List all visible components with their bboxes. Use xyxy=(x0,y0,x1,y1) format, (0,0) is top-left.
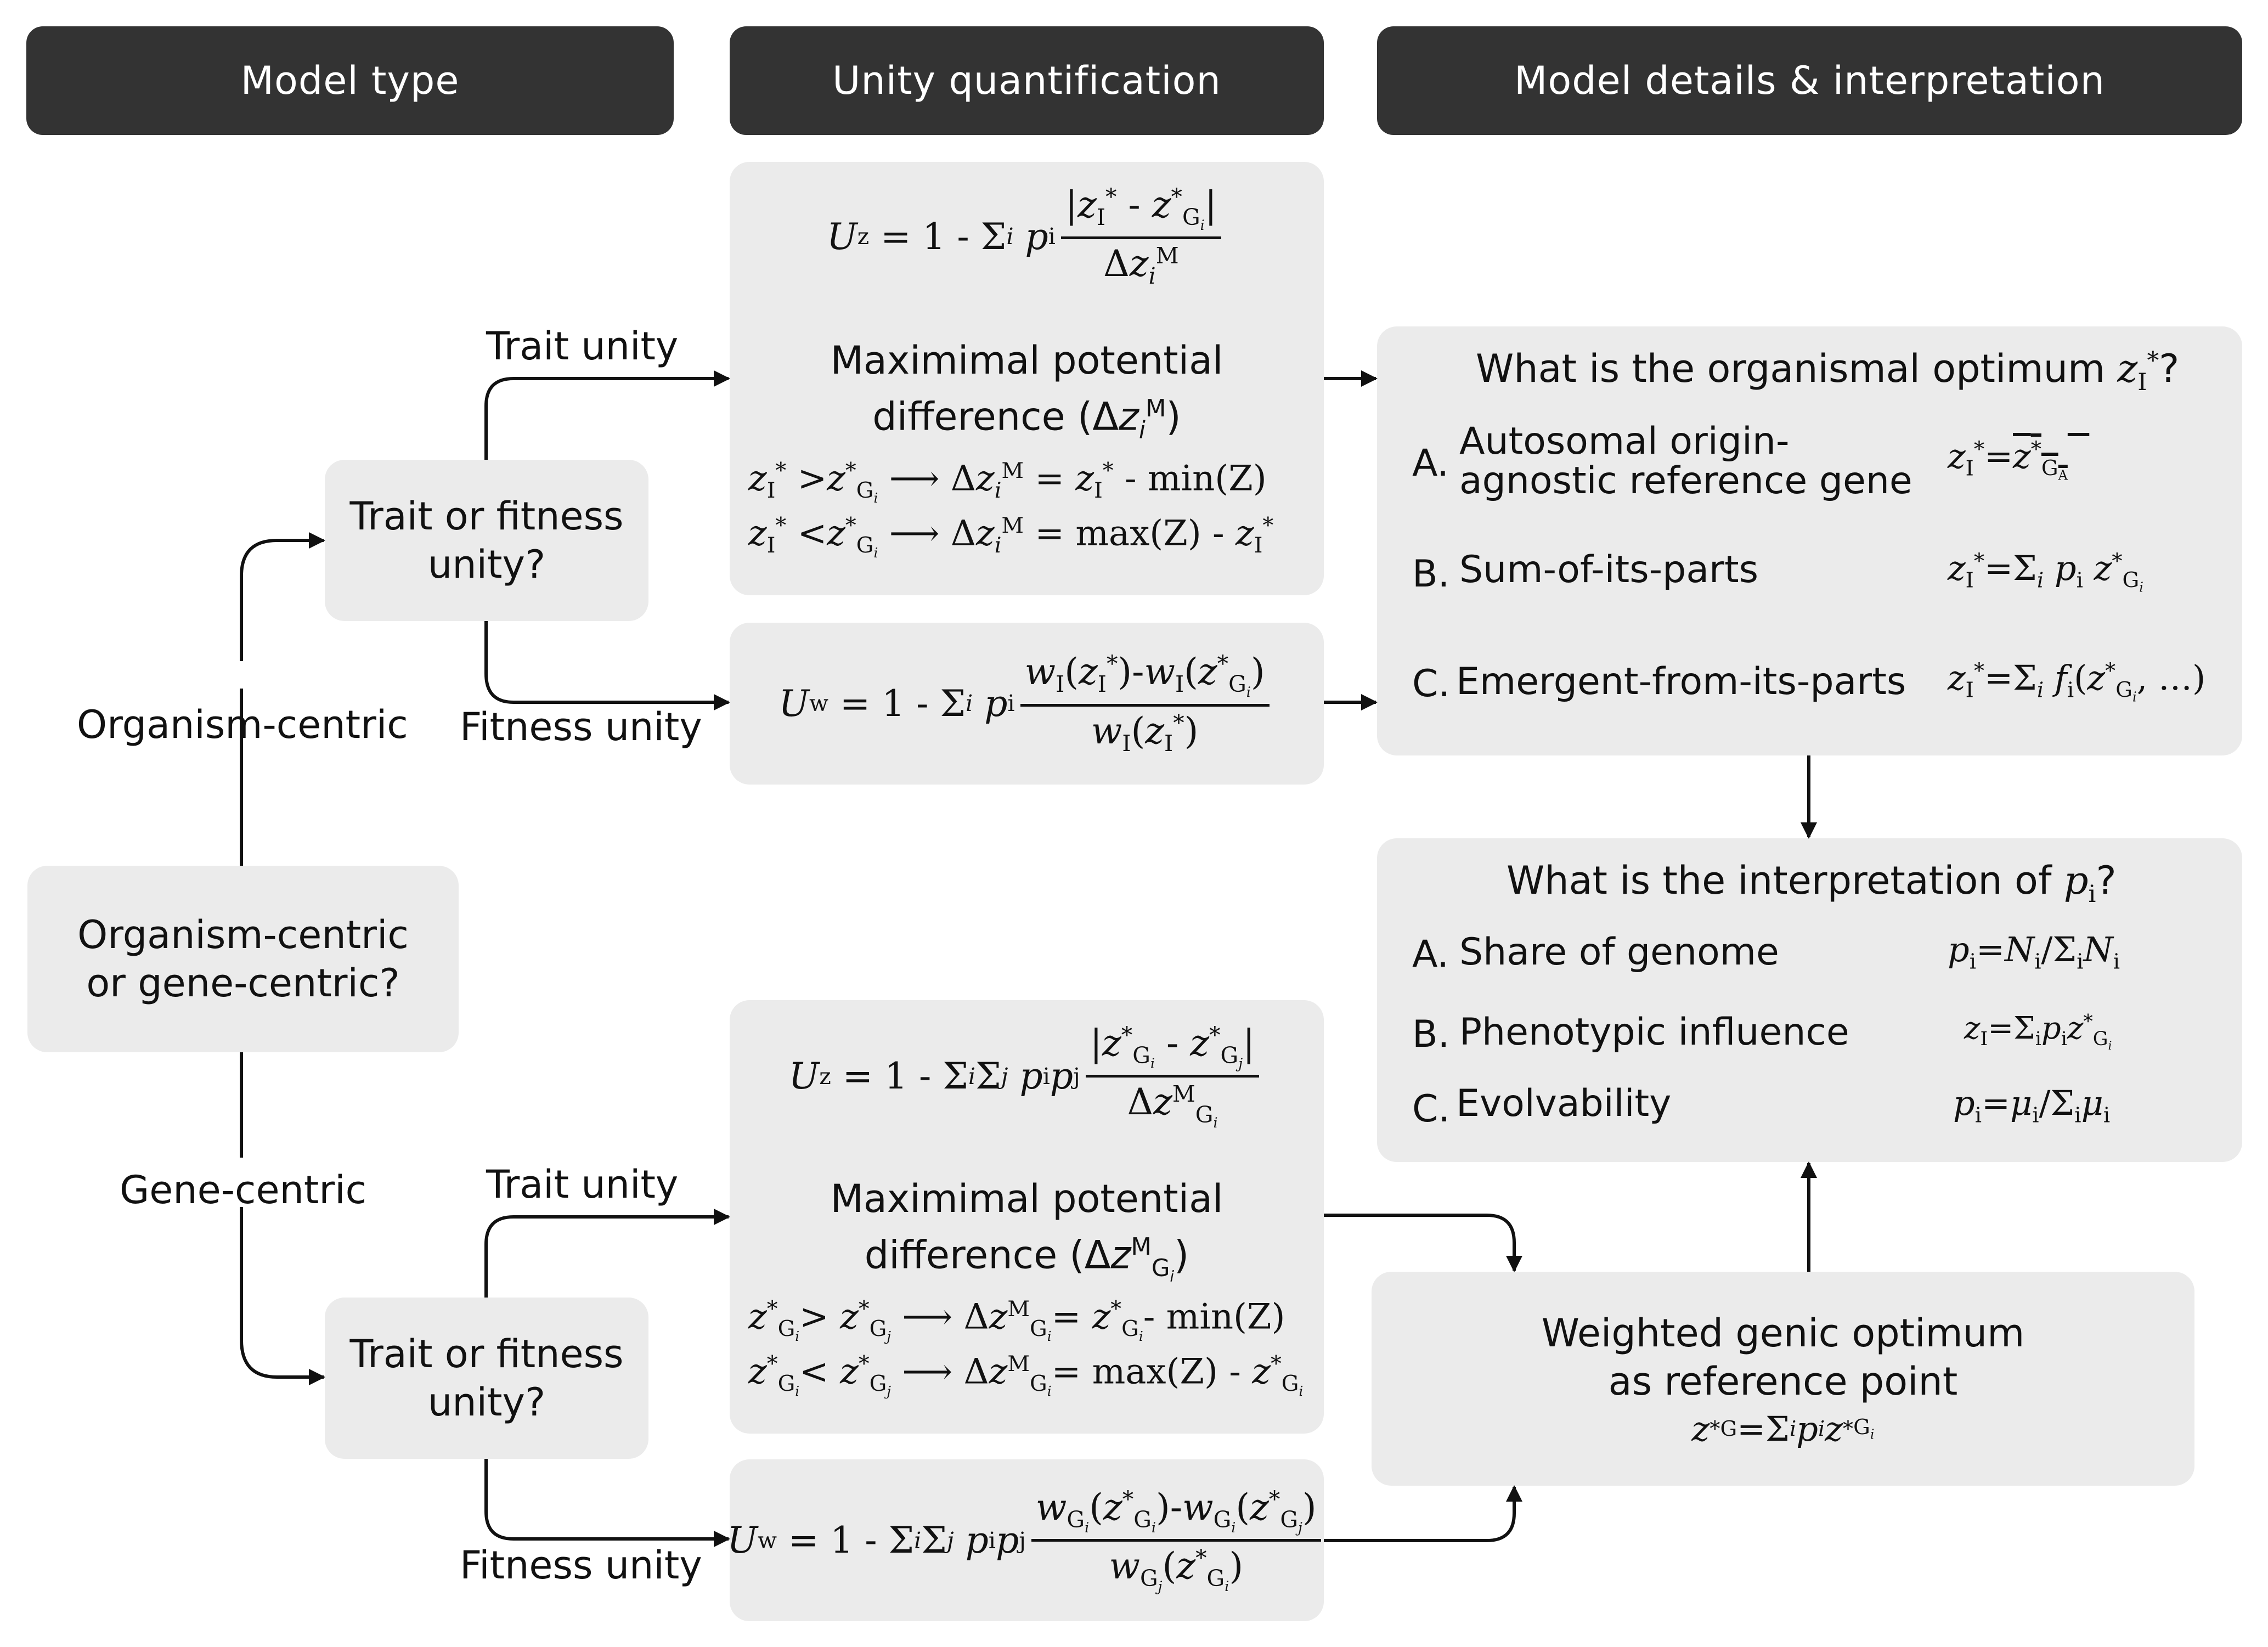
label-trait-unity-top: Trait unity xyxy=(486,324,679,369)
interp-option-a-text: Share of genome xyxy=(1459,930,1779,974)
weighted-genic-optimum-box: Weighted genic optimum as reference poin… xyxy=(1372,1272,2194,1486)
connector-bottom-trait-unity xyxy=(484,1209,730,1298)
interp-option-a-equation: pi=Ni/ΣiNi xyxy=(1948,929,2120,974)
interp-option-a-letter: A. xyxy=(1412,933,1449,976)
organismal-optimum-question: What is the organismal optimum zI*? xyxy=(1476,346,2180,396)
optimum-option-a-line1: Autosomal origin- xyxy=(1459,420,1790,463)
optimum-option-c-text: Emergent-from-its-parts xyxy=(1456,660,1906,703)
optimum-option-a-line2: agnostic reference gene xyxy=(1459,459,1912,503)
optimum-option-a-text: Autosomal origin- agnostic reference gen… xyxy=(1459,422,1912,501)
optimum-option-b-text: Sum-of-its-parts xyxy=(1459,548,1759,591)
organism-max-diff-label: Maximimal potential difference (ΔziM) xyxy=(830,338,1223,444)
optimum-option-a-letter: A. xyxy=(1412,442,1449,485)
trait-or-fitness-text-bottom: Trait or fitness unity? xyxy=(349,1332,624,1425)
connector-top-trait-unity xyxy=(484,370,730,460)
label-gene-centric: Gene-centric xyxy=(120,1167,367,1212)
interpretation-box: What is the interpretation of pi? A. Sha… xyxy=(1377,838,2242,1162)
root-question-box: Organism-centric or gene-centric? xyxy=(27,866,459,1052)
gene-max-diff-label: Maximimal potential difference (ΔzMGi) xyxy=(830,1176,1223,1285)
header-model-type: Model type xyxy=(26,26,674,135)
optimum-option-b-letter: B. xyxy=(1412,552,1450,596)
connector-top-fitness-unity xyxy=(484,621,730,710)
interp-option-c-text: Evolvability xyxy=(1456,1082,1672,1125)
interpretation-question: What is the interpretation of pi? xyxy=(1507,858,2117,908)
label-fitness-unity-top: Fitness unity xyxy=(460,704,702,749)
interp-option-c-letter: C. xyxy=(1412,1087,1451,1131)
organism-condition-greater: zI* >z*Gi ⟶ ΔziM = zI* - min(Z) xyxy=(748,458,1267,506)
weighted-line2: as reference point xyxy=(1608,1358,1958,1404)
connector-gene-fitness-to-weighted xyxy=(1324,1485,1522,1542)
trait-or-fitness-box-top: Trait or fitness unity? xyxy=(325,460,648,621)
header-unity-quantification: Unity quantification xyxy=(730,26,1324,135)
organismal-optimum-box: What is the organismal optimum zI*? A. A… xyxy=(1377,326,2242,755)
weighted-line1: Weighted genic optimum xyxy=(1541,1310,2025,1356)
connector-bottom-fitness-unity xyxy=(484,1459,730,1547)
connector-gene-trait-to-weighted xyxy=(1324,1214,1522,1272)
optimum-option-c-equation: zI*=Σi fi(z*Gi, …) xyxy=(1948,658,2206,706)
interp-option-c-equation: pi=μi/Σiμi xyxy=(1953,1083,2111,1128)
optimum-option-a-equation: zI*=z*GA xyxy=(1948,436,2068,484)
organism-condition-less: zI* <z*Gi ⟶ ΔziM = max(Z) - zI* xyxy=(748,513,1274,561)
interp-option-b-text: Phenotypic influence xyxy=(1459,1011,1849,1054)
root-question-text: Organism-centric or gene-centric? xyxy=(77,912,409,1006)
trait-or-fitness-text-top: Trait or fitness unity? xyxy=(349,494,624,587)
header-model-details: Model details & interpretation xyxy=(1377,26,2242,135)
interpretation-question-text: What is the interpretation of xyxy=(1507,858,2052,903)
gene-condition-less: z*Gi< z*Gj ⟶ ΔzMGi= max(Z) - z*Gi xyxy=(748,1351,1304,1400)
connector-root-to-organism xyxy=(240,540,324,866)
optimum-option-c-letter: C. xyxy=(1412,662,1451,706)
gene-max-label: max(Z) xyxy=(1092,1351,1218,1392)
label-fitness-unity-bottom: Fitness unity xyxy=(460,1543,702,1588)
organismal-optimum-question-text: What is the organismal optimum xyxy=(1476,346,2106,391)
interp-option-b-letter: B. xyxy=(1412,1013,1450,1056)
gene-max-diff-text: Maximimal potential difference xyxy=(830,1176,1223,1278)
connector-root-to-gene xyxy=(240,1052,324,1377)
gene-min-label: min(Z) xyxy=(1166,1296,1285,1338)
trait-or-fitness-box-bottom: Trait or fitness unity? xyxy=(325,1298,648,1459)
label-trait-unity-bottom: Trait unity xyxy=(486,1162,679,1207)
optimum-option-b-equation: zI*=Σi pi z*Gi xyxy=(1948,548,2143,596)
organism-max-diff-text: Maximimal potential difference xyxy=(830,338,1223,439)
organism-max-label: max(Z) xyxy=(1075,513,1201,554)
organism-min-label: min(Z) xyxy=(1147,458,1267,499)
interp-option-b-equation: zI=Σipiz*Gi xyxy=(1964,1011,2112,1053)
gene-condition-greater: z*Gi> z*Gj ⟶ ΔzMGi= z*Gi- min(Z) xyxy=(748,1296,1285,1345)
